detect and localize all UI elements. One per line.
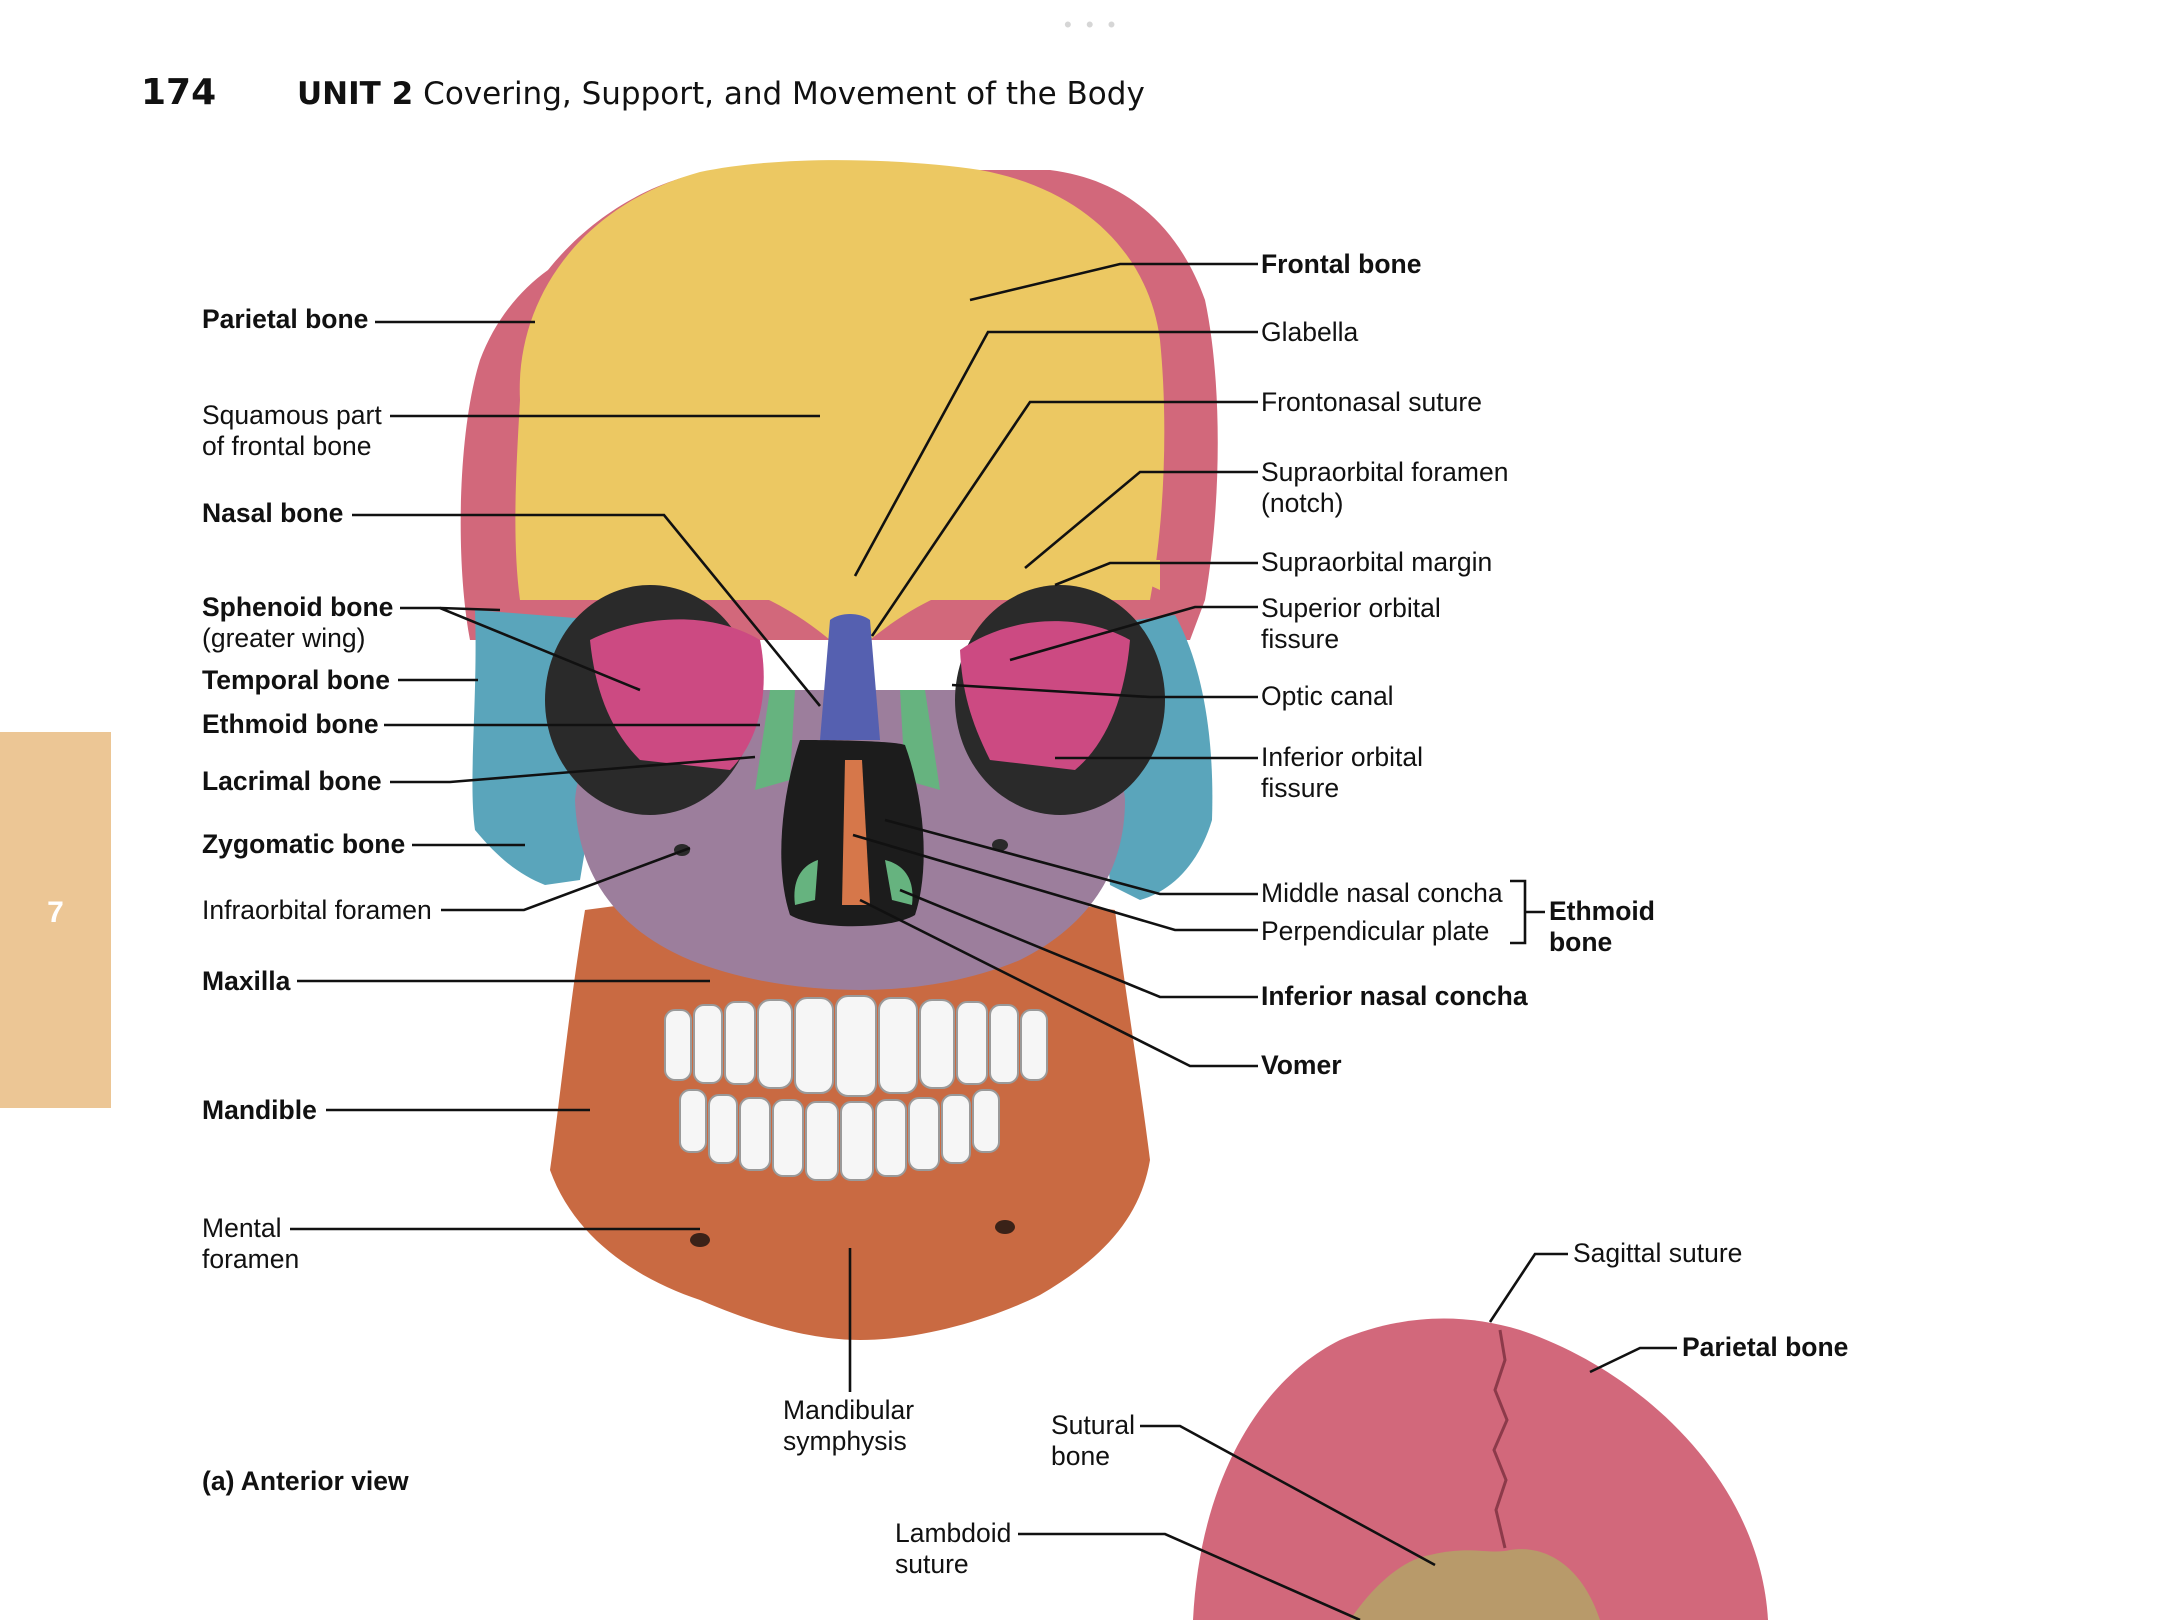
label-temporal-bone: Temporal bone [202, 665, 390, 695]
label-sutural-line-1: Sutural [1051, 1410, 1135, 1440]
label-vomer: Vomer [1261, 1050, 1342, 1080]
left-lacrimal-shape [755, 690, 795, 790]
inferior-nasal-concha-shape [885, 860, 913, 905]
leader-inferior-concha [899, 888, 1258, 999]
posterior-skull [1193, 1318, 1768, 1620]
label-nasal-bone: Nasal bone [202, 498, 344, 528]
frontal-bone-region [515, 160, 1165, 601]
label-supraorbital-margin: Supraorbital margin [1261, 547, 1493, 577]
mental-foramen-hole [690, 1233, 710, 1247]
leader-frontal [969, 262, 1258, 302]
sutural-bone-region [1350, 1549, 1600, 1620]
left-sphenoid-wing [590, 619, 764, 770]
label-parietal-bone-posterior: Parietal bone [1682, 1332, 1849, 1362]
label-lambdoid-line-1: Lambdoid [895, 1518, 1012, 1548]
right-sphenoid-wing [960, 621, 1130, 770]
figure-caption: (a) Anterior view [202, 1466, 409, 1496]
unit-label: UNIT 2 [297, 76, 414, 112]
label-ethmoid-group-line-2: bone [1549, 927, 1613, 957]
leader-lines [290, 262, 1677, 1620]
label-lambdoid-line-2: suture [895, 1549, 969, 1579]
leader-superior-orbital [1009, 605, 1258, 662]
label-ethmoid-group-line-1: Ethmoid [1549, 896, 1655, 926]
label-frontal-bone: Frontal bone [1261, 249, 1422, 279]
label-squamous-line-1: Squamous part [202, 400, 382, 430]
label-maxilla: Maxilla [202, 966, 291, 996]
label-mandibular-line-1: Mandibular [783, 1395, 915, 1425]
mental-foramen-hole-right [995, 1220, 1015, 1234]
chapter-number: 7 [47, 896, 64, 929]
ethmoid-bracket [1510, 879, 1527, 945]
label-inferior-orbital-line-1: Inferior orbital [1261, 742, 1424, 772]
leader-lambdoid [1018, 1532, 1361, 1620]
leader-nasal [352, 513, 822, 707]
label-supraorbital-foramen-line-1: Supraorbital foramen [1261, 457, 1509, 487]
posterior-parietal-region [1193, 1318, 1768, 1620]
label-optic-canal: Optic canal [1261, 681, 1394, 711]
label-sutural-line-2: bone [1051, 1441, 1110, 1471]
label-sagittal-suture: Sagittal suture [1573, 1238, 1743, 1268]
supraorbital-rim [540, 560, 1160, 640]
label-supraorbital-foramen-line-2: (notch) [1261, 488, 1344, 518]
leader-sphenoid-2 [439, 606, 501, 612]
leader-infraorbital [441, 846, 691, 912]
chapter-side-tab: 7 [0, 732, 111, 1108]
label-inferior-orbital-line-2: fissure [1261, 773, 1340, 803]
label-frontonasal-suture: Frontonasal suture [1261, 387, 1482, 417]
label-perpendicular-plate: Perpendicular plate [1261, 916, 1490, 946]
window-dots-indicator: • • • [1064, 12, 1120, 37]
label-zygomatic-bone: Zygomatic bone [202, 829, 406, 859]
unit-title: Covering, Support, and Movement of the B… [423, 76, 1145, 112]
label-infraorbital-foramen: Infraorbital foramen [202, 895, 432, 925]
label-glabella: Glabella [1261, 317, 1359, 347]
leader-perpendicular [852, 833, 1258, 932]
leader-middle-concha [884, 818, 1258, 896]
label-superior-orbital-line-1: Superior orbital [1261, 593, 1441, 623]
teeth [664, 995, 1048, 1181]
leader-parietal-b [1589, 1346, 1677, 1374]
infraorbital-foramen-hole-right [992, 839, 1008, 851]
leader-frontonasal [870, 400, 1258, 637]
label-sphenoid-line-2: (greater wing) [202, 623, 366, 653]
left-inferior-concha-shape [794, 860, 818, 905]
label-squamous-line-2: of frontal bone [202, 431, 372, 461]
label-mandible: Mandible [202, 1095, 317, 1125]
leader-glabella [853, 330, 1258, 577]
leader-lacrimal [390, 755, 756, 784]
leader-vomer [859, 898, 1258, 1068]
label-sphenoid-line-1: Sphenoid bone [202, 592, 394, 622]
leader-sutural [1140, 1424, 1436, 1567]
leader-optic [951, 683, 1258, 699]
label-mental-line-2: foramen [202, 1244, 300, 1274]
nasal-bone-shape [820, 614, 880, 740]
leader-sagittal [1488, 1252, 1568, 1323]
label-lacrimal-bone: Lacrimal bone [202, 766, 382, 796]
label-inferior-nasal-concha: Inferior nasal concha [1261, 981, 1528, 1011]
page-number: 174 [141, 72, 217, 113]
nasal-septum [842, 760, 870, 905]
label-superior-orbital-line-2: fissure [1261, 624, 1340, 654]
sagittal-suture-line [1492, 1329, 1509, 1549]
label-parietal-bone: Parietal bone [202, 304, 369, 334]
label-middle-nasal-concha: Middle nasal concha [1261, 878, 1503, 908]
label-mandibular-line-2: symphysis [783, 1426, 907, 1456]
label-mental-line-1: Mental [202, 1213, 282, 1243]
anterior-skull [460, 160, 1218, 1340]
label-ethmoid-bone: Ethmoid bone [202, 709, 379, 739]
leader-supraorbital-foramen [1024, 470, 1258, 569]
leader-supraorbital-margin [1054, 561, 1258, 587]
